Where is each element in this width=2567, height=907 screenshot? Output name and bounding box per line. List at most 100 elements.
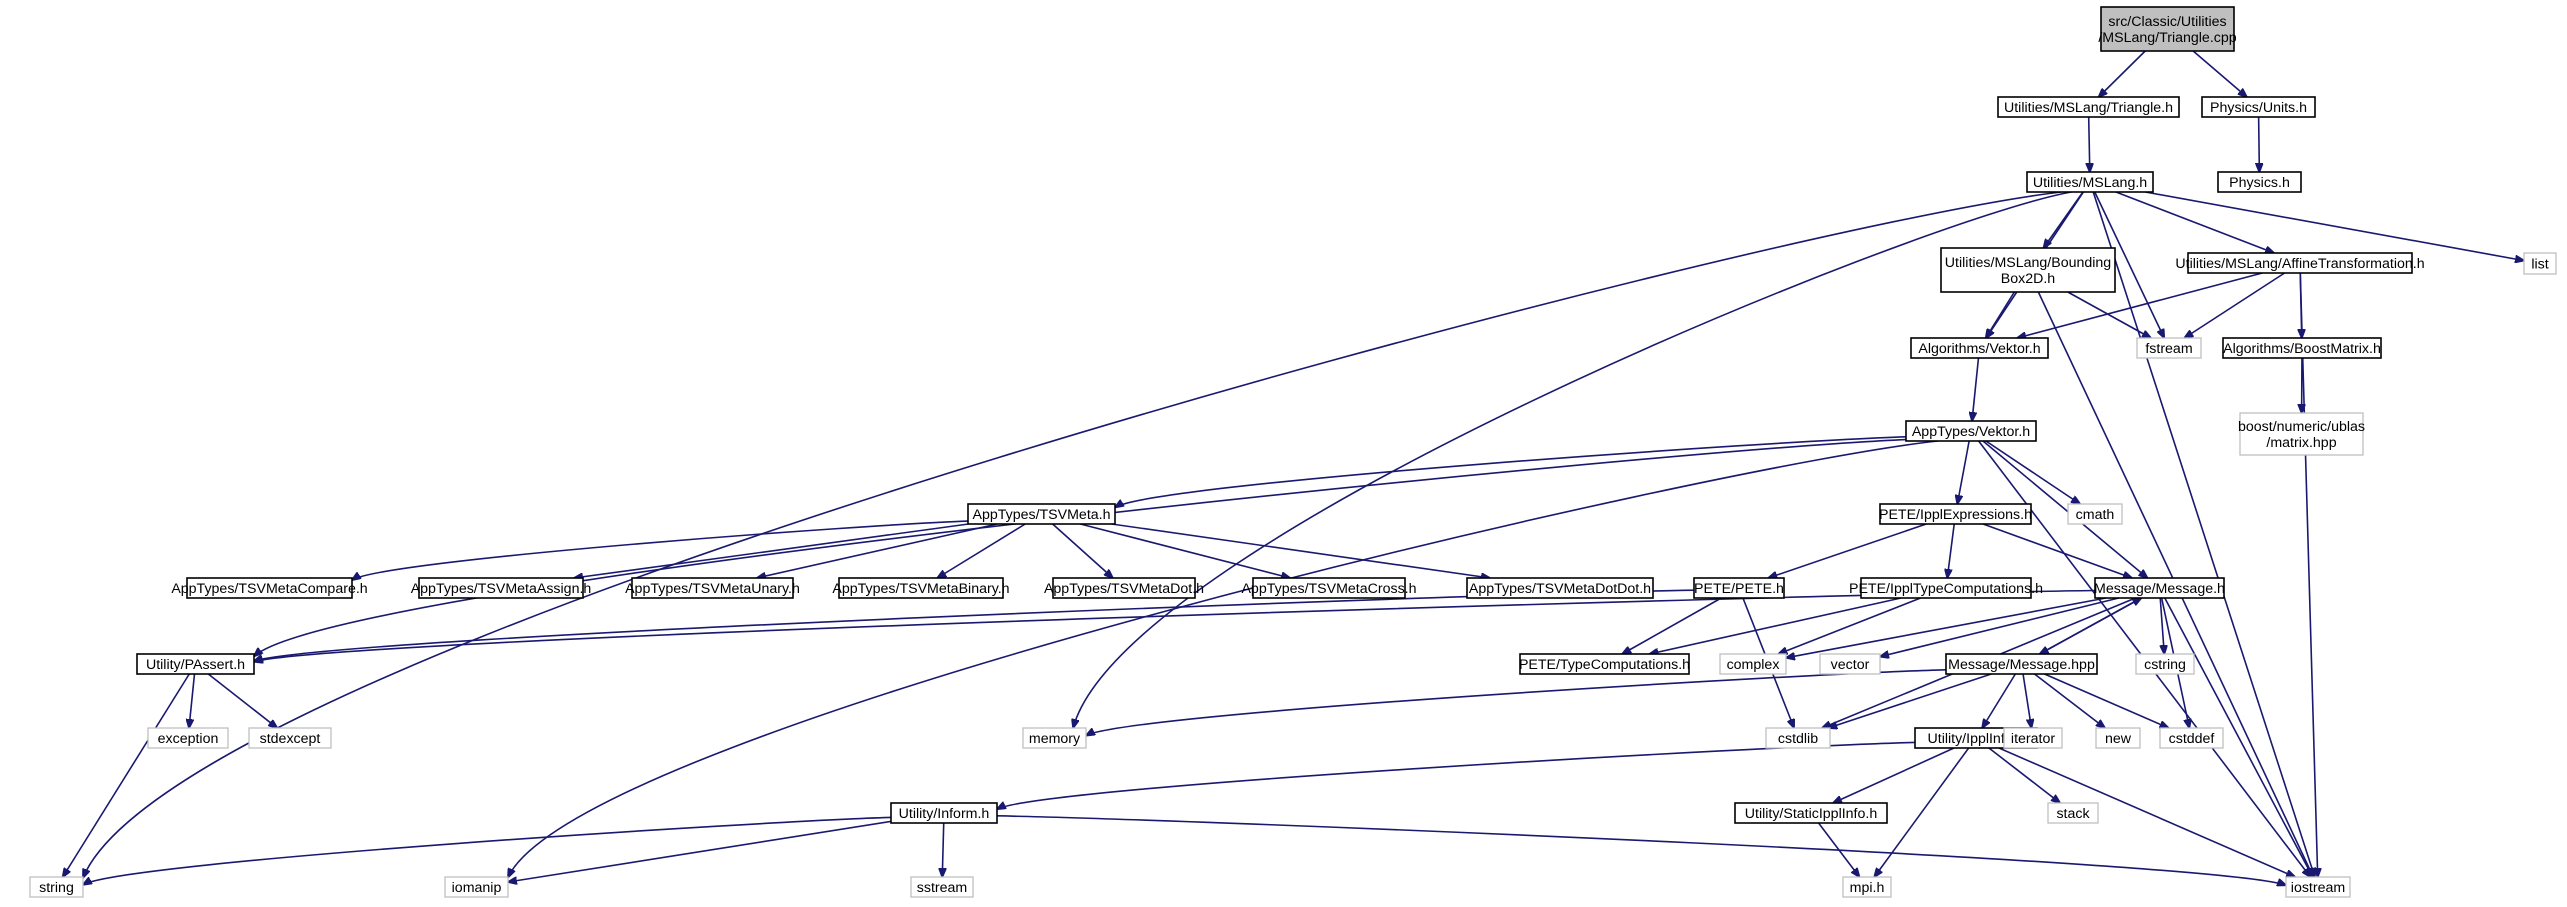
node-box	[2217, 171, 2302, 193]
node-physics-h[interactable]: Physics.h	[2217, 171, 2302, 193]
node-label: cstdlib	[1778, 731, 1818, 747]
node-label: Algorithms/Vektor.h	[1918, 341, 2040, 357]
node-tsvdot-h[interactable]: AppTypes/TSVMetaDot.h	[1044, 577, 1204, 599]
node-label: Message/Message.h	[2094, 581, 2225, 597]
node-label: cstring	[2144, 657, 2186, 673]
node-box	[1052, 577, 1196, 599]
node-label: Utilities/MSLang/Triangle.h	[2004, 100, 2173, 116]
node-message-hpp[interactable]: Message/Message.hpp	[1945, 653, 2098, 675]
edge-affine_h-to-fstream	[2184, 272, 2286, 338]
node-passert-h[interactable]: Utility/PAssert.h	[136, 653, 255, 675]
node-box	[1879, 503, 2032, 525]
node-vector: vector	[1819, 653, 1881, 675]
edge-appvektor_h-to-ipplexpr_h	[1957, 440, 1970, 504]
node-boostmatrix-h[interactable]: Algorithms/BoostMatrix.h	[2222, 337, 2382, 359]
node-pete-h[interactable]: PETE/PETE.h	[1693, 577, 1785, 599]
node-triangle-h[interactable]: Utilities/MSLang/Triangle.h	[1997, 96, 2180, 118]
node-label: AppTypes/TSVMetaAssign.h	[411, 581, 592, 597]
node-label: Message/Message.hpp	[1948, 657, 2095, 673]
node-label: list	[2531, 257, 2548, 273]
edge-message_hpp-to-message_h	[2039, 598, 2142, 655]
node-algvektor-h[interactable]: Algorithms/Vektor.h	[1910, 337, 2049, 359]
node-label: PETE/IpplTypeComputations.h	[1849, 581, 2043, 597]
edge-passert_h-to-exception	[189, 673, 196, 728]
node-message-h[interactable]: Message/Message.h	[2094, 577, 2225, 599]
node-box	[838, 577, 1004, 599]
node-box	[2222, 337, 2382, 359]
node-box	[1860, 577, 2032, 599]
node-label: mpi.h	[1850, 880, 1885, 896]
node-label: AppTypes/TSVMeta.h	[972, 507, 1110, 523]
node-memory: memory	[1022, 727, 1087, 749]
node-ipplexpr-h[interactable]: PETE/IpplExpressions.h	[1879, 503, 2032, 525]
edge-tsvmeta_h-to-tsvassign_h	[574, 523, 969, 578]
edge-message_hpp-to-cstdlib	[1828, 673, 1992, 728]
node-tsvdotdot-h[interactable]: AppTypes/TSVMetaDotDot.h	[1466, 577, 1654, 599]
edge-pete_h-to-typecomp_h	[1622, 597, 1722, 654]
node-box	[2094, 577, 2225, 599]
edge-message_h-to-vector	[1880, 597, 2119, 657]
node-typecomp-h[interactable]: PETE/TypeComputations.h	[1519, 653, 1690, 675]
edge-ipplinfo_h-to-staticipplinfo_h	[1833, 747, 1955, 803]
node-label: AppTypes/TSVMetaDot.h	[1044, 581, 1204, 597]
node-box	[248, 727, 332, 749]
node-tsvunary-h[interactable]: AppTypes/TSVMetaUnary.h	[625, 577, 800, 599]
node-units-h[interactable]: Physics/Units.h	[2201, 96, 2316, 118]
node-tsvbinary-h[interactable]: AppTypes/TSVMetaBinary.h	[832, 577, 1010, 599]
node-label: Utility/Inform.h	[899, 806, 990, 822]
edge-mslang_h-to-fstream	[2094, 191, 2164, 338]
node-label: Physics.h	[2229, 175, 2290, 191]
node-box	[1252, 577, 1406, 599]
node-tsvmeta-h[interactable]: AppTypes/TSVMeta.h	[967, 503, 1116, 525]
node-staticipplinfo-h[interactable]: Utility/StaticIpplInfo.h	[1734, 802, 1888, 824]
node-label: AppTypes/TSVMetaUnary.h	[625, 581, 800, 597]
node-mslang-h[interactable]: Utilities/MSLang.h	[2026, 171, 2154, 193]
node-cstring: cstring	[2135, 653, 2195, 675]
node-sstream: sstream	[910, 876, 974, 898]
node-appvektor-h[interactable]: AppTypes/Vektor.h	[1905, 420, 2037, 442]
node-label: Physics/Units.h	[2210, 100, 2307, 116]
node-cmath: cmath	[2067, 503, 2123, 525]
node-root[interactable]: src/Classic/Utilities/MSLang/Triangle.cp…	[2098, 6, 2237, 52]
edge-message_hpp-to-ipplinfo_h	[1982, 673, 2017, 728]
node-inform-h[interactable]: Utility/Inform.h	[890, 802, 998, 824]
node-iomanip: iomanip	[444, 876, 509, 898]
edge-mslang_h-to-list	[2145, 191, 2524, 261]
node-label: vector	[1831, 657, 1870, 673]
node-box	[29, 876, 84, 898]
node-new: new	[2095, 727, 2141, 749]
node-tsvcompare-h[interactable]: AppTypes/TSVMetaCompare.h	[171, 577, 368, 599]
node-label: AppTypes/TSVMetaDotDot.h	[1469, 581, 1651, 597]
node-box	[2201, 96, 2316, 118]
edge-inform_h-to-string	[83, 816, 892, 884]
node-affine-h[interactable]: Utilities/MSLang/AffineTransformation.h	[2175, 252, 2425, 274]
node-exception: exception	[147, 727, 229, 749]
node-cstddef: cstddef	[2159, 727, 2224, 749]
edge-inform_h-to-iomanip	[508, 820, 892, 882]
node-label: src/Classic/Utilities	[2108, 14, 2226, 30]
edge-ipplinfo_h-to-stack	[1988, 747, 2060, 803]
node-box	[1842, 876, 1892, 898]
edges-layer	[63, 50, 2524, 885]
edge-tsvmeta_h-to-tsvcross_h	[1080, 523, 1290, 578]
node-label: memory	[1029, 731, 1081, 747]
node-box	[2026, 171, 2154, 193]
node-tsvcross-h[interactable]: AppTypes/TSVMetaCross.h	[1241, 577, 1417, 599]
node-label: Algorithms/BoostMatrix.h	[2223, 341, 2381, 357]
edge-pete_h-to-passert_h	[254, 589, 1695, 661]
edge-appvektor_h-to-tsvmeta_h	[1115, 436, 1907, 508]
node-label: AppTypes/TSVMetaBinary.h	[832, 581, 1009, 597]
node-label: AppTypes/TSVMetaCompare.h	[171, 581, 367, 597]
edge-root-to-triangle_h	[2099, 50, 2146, 97]
node-label: PETE/IpplExpressions.h	[1879, 507, 2032, 523]
node-label: fstream	[2145, 341, 2192, 357]
edge-message_h-to-iostream	[2164, 597, 2313, 877]
node-stack: stack	[2047, 802, 2099, 824]
node-label: exception	[158, 731, 219, 747]
edge-ipplexpr_h-to-pete_h	[1768, 523, 1927, 578]
node-ippltypecomp-h[interactable]: PETE/IpplTypeComputations.h	[1849, 577, 2043, 599]
edge-affine_h-to-iostream	[2299, 272, 2317, 877]
node-tsvassign-h[interactable]: AppTypes/TSVMetaAssign.h	[411, 577, 592, 599]
